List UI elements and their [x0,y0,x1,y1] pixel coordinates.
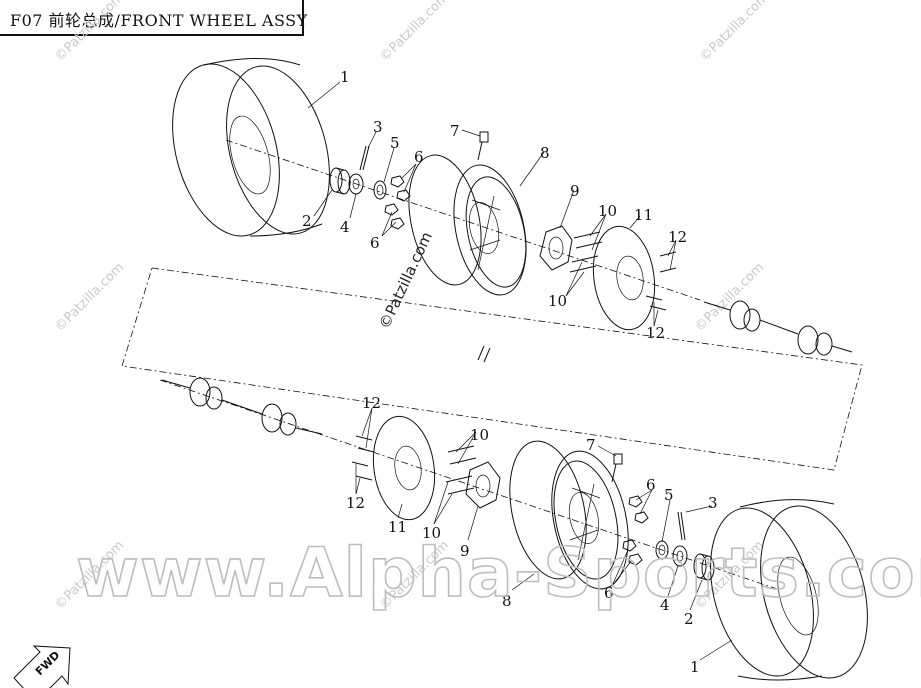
callouts: 1 2 3 4 5 6 6 7 8 9 10 10 11 12 12 12 12… [302,68,718,676]
callout-3: 3 [373,118,383,136]
callout-12: 12 [668,228,687,246]
callout-10: 10 [548,292,567,310]
callout-4: 4 [340,218,350,236]
valve-stem-upper [477,131,489,161]
callout-3: 3 [708,494,718,512]
callout-12: 12 [362,394,381,412]
callout-9: 9 [570,182,580,200]
callout-6: 6 [646,476,656,494]
wheel-nuts-upper [384,175,411,230]
wheel-nuts-lower [622,495,649,566]
watermark: ©Patzilla.com [692,260,767,335]
hub-bolts-upper [569,231,603,273]
hub-lower [465,461,501,509]
callout-10: 10 [422,524,441,542]
watermark: ©Patzilla.com [52,0,127,65]
watermark: ©Patzilla.com [697,0,772,65]
hub-bolts-lower [445,445,477,495]
callout-1: 1 [690,658,700,676]
callout-7: 7 [450,122,460,140]
upper-assembly [172,58,853,356]
watermark-layer: ©Patzilla.com ©Patzilla.com ©Patzilla.co… [52,0,772,613]
castle-nut-lower [672,545,688,567]
drive-shaft-lower [161,377,323,436]
valve-stem-lower [611,453,623,483]
callout-6: 6 [414,148,424,166]
diagram-title: F07 前轮总成/FRONT WHEEL ASSY [10,11,308,30]
callout-2: 2 [302,212,312,230]
rim-upper [408,154,527,296]
cotter-pin-upper [359,145,370,171]
connection-box [121,267,863,471]
callout-6: 6 [604,584,614,602]
fwd-arrow: FWD [13,645,71,688]
callout-1: 1 [340,68,350,86]
callout-12: 12 [646,324,665,342]
callout-10: 10 [598,202,617,220]
lower-assembly [159,377,868,681]
tire-lower [710,499,868,681]
title-box: F07 前轮总成/FRONT WHEEL ASSY [0,0,307,36]
tire-upper [172,58,330,237]
washer-upper [373,180,387,200]
callout-10: 10 [470,426,489,444]
callout-4: 4 [660,596,670,614]
rim-lower [509,440,629,590]
callout-2: 2 [684,610,694,628]
callout-11: 11 [388,518,407,536]
callout-5: 5 [390,134,400,152]
callout-11: 11 [634,206,653,224]
watermark: ©Patzilla.com [377,0,452,65]
drive-shaft-upper [703,300,853,356]
wheel-cap-lower [693,553,715,581]
watermark: ©Patzilla.com [52,260,127,335]
wheel-cap-upper [329,167,351,195]
callout-8: 8 [502,592,512,610]
callout-7: 7 [586,436,596,454]
callout-12: 12 [346,494,365,512]
site-watermark: www.Alpha-Sports.com [76,534,921,613]
callout-8: 8 [540,144,550,162]
brake-disc-upper [592,225,656,331]
callout-6: 6 [370,234,380,252]
brake-disc-lower [372,415,436,521]
callout-9: 9 [460,542,470,560]
center-watermark: ©Patzilla.com [375,229,436,332]
hub-upper [539,225,573,271]
cotter-pin-lower [677,511,686,541]
fwd-label: FWD [33,649,63,679]
callout-5: 5 [664,486,674,504]
disc-bolts-lower [351,435,375,481]
leader-lines [307,81,733,661]
